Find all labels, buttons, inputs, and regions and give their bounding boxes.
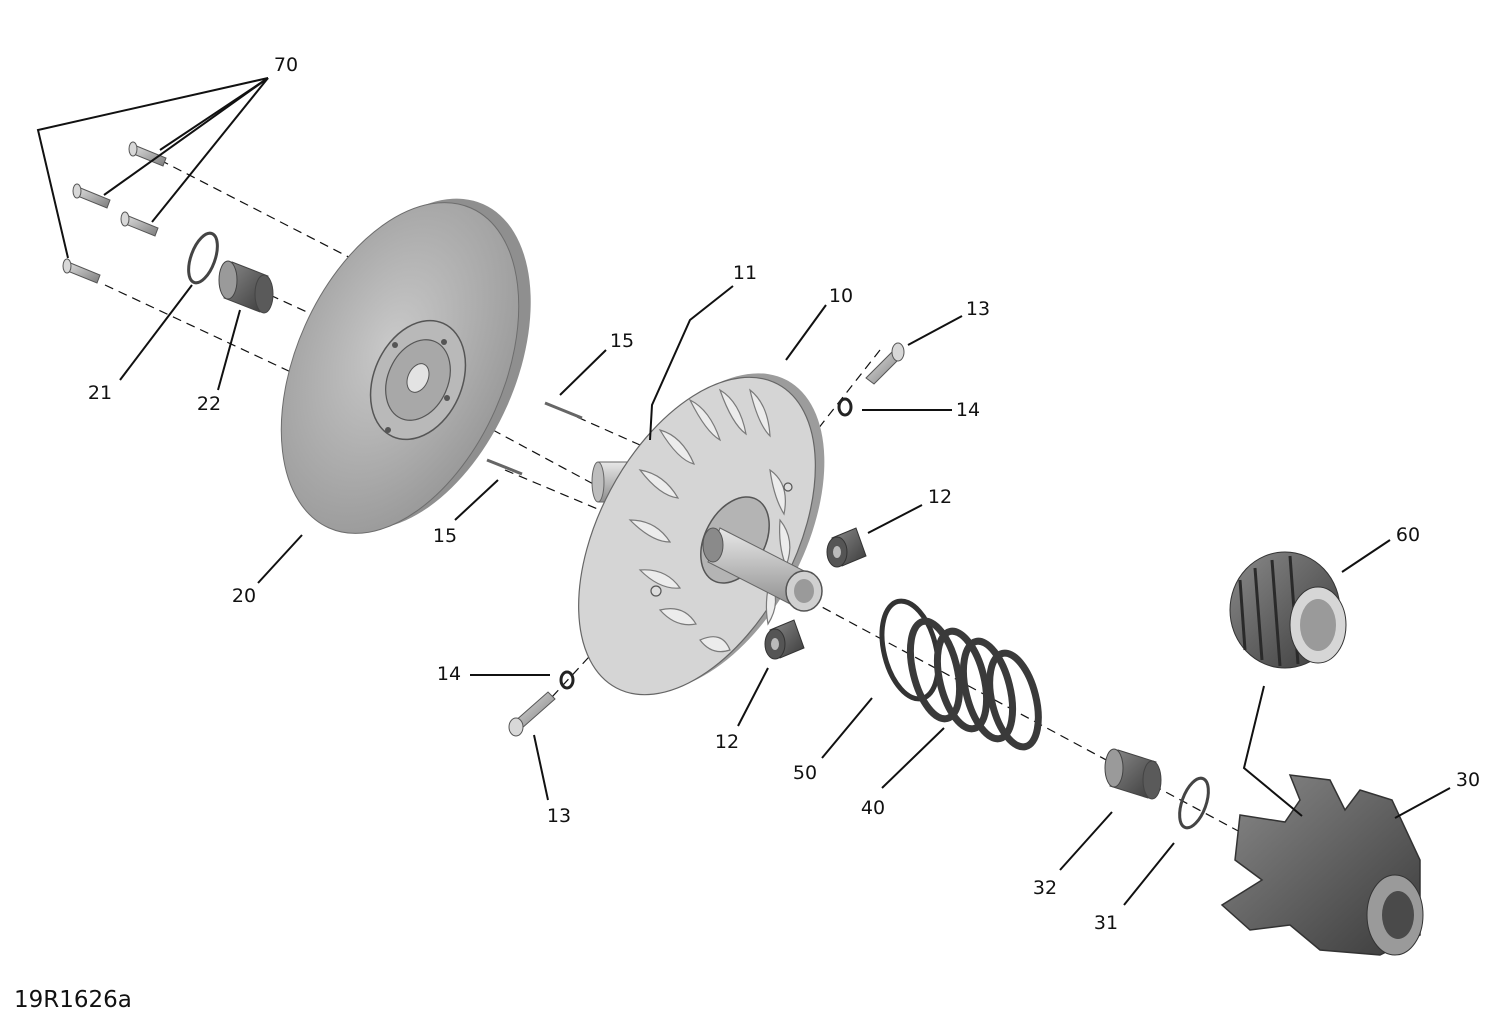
callout-21: 21 — [88, 382, 112, 404]
screw-part-13-lower — [508, 691, 556, 737]
retaining-ring-part-21 — [187, 231, 219, 285]
callout-12-lower: 12 — [715, 731, 739, 753]
bushing-part-22 — [218, 260, 274, 314]
callout-31: 31 — [1094, 912, 1118, 934]
roller-part-12-lower — [764, 619, 805, 660]
pin-part-15-upper — [544, 401, 583, 420]
callout-50: 50 — [793, 762, 817, 784]
callout-70: 70 — [274, 54, 298, 76]
leader-lines — [36, 77, 1451, 906]
washer-part-14-lower — [559, 670, 575, 690]
callout-15-upper: 15 — [610, 330, 634, 352]
callout-14-lower: 14 — [437, 663, 461, 685]
pin-70-d — [62, 258, 101, 284]
drawing-id: 19R1626a — [14, 987, 132, 1013]
callout-13-upper: 13 — [966, 298, 990, 320]
cam-part-30 — [1220, 774, 1424, 956]
cap-part-60 — [1229, 551, 1347, 669]
fixed-sheave-part-20 — [280, 198, 531, 534]
callout-20: 20 — [232, 585, 256, 607]
callout-12-upper: 12 — [928, 486, 952, 508]
pin-70-b — [72, 183, 111, 209]
retaining-ring-part-31 — [1178, 776, 1210, 830]
callout-32: 32 — [1033, 877, 1057, 899]
callout-22: 22 — [197, 393, 221, 415]
callout-40: 40 — [861, 797, 885, 819]
pin-part-15-lower — [486, 458, 523, 476]
callout-10: 10 — [829, 285, 853, 307]
roller-part-12-upper — [826, 527, 867, 568]
callout-14-upper: 14 — [956, 399, 980, 421]
callout-11: 11 — [733, 262, 757, 284]
callout-labels: 70 21 22 11 10 13 15 14 15 12 60 20 14 1… — [88, 54, 1480, 934]
bushing-part-32 — [1104, 748, 1162, 800]
sheave-fins — [628, 388, 791, 653]
pin-70-a — [128, 141, 167, 167]
callout-60: 60 — [1396, 524, 1420, 546]
callout-15-lower: 15 — [433, 525, 457, 547]
movable-sheave-part-10 — [578, 373, 825, 696]
screw-part-13-upper — [865, 342, 905, 385]
spring-part-40 — [906, 617, 1042, 751]
callout-13-lower: 13 — [547, 805, 571, 827]
callout-30: 30 — [1456, 769, 1480, 791]
pins-part-70 — [62, 141, 167, 284]
washer-part-14-upper — [837, 397, 853, 417]
pin-70-c — [120, 211, 159, 237]
